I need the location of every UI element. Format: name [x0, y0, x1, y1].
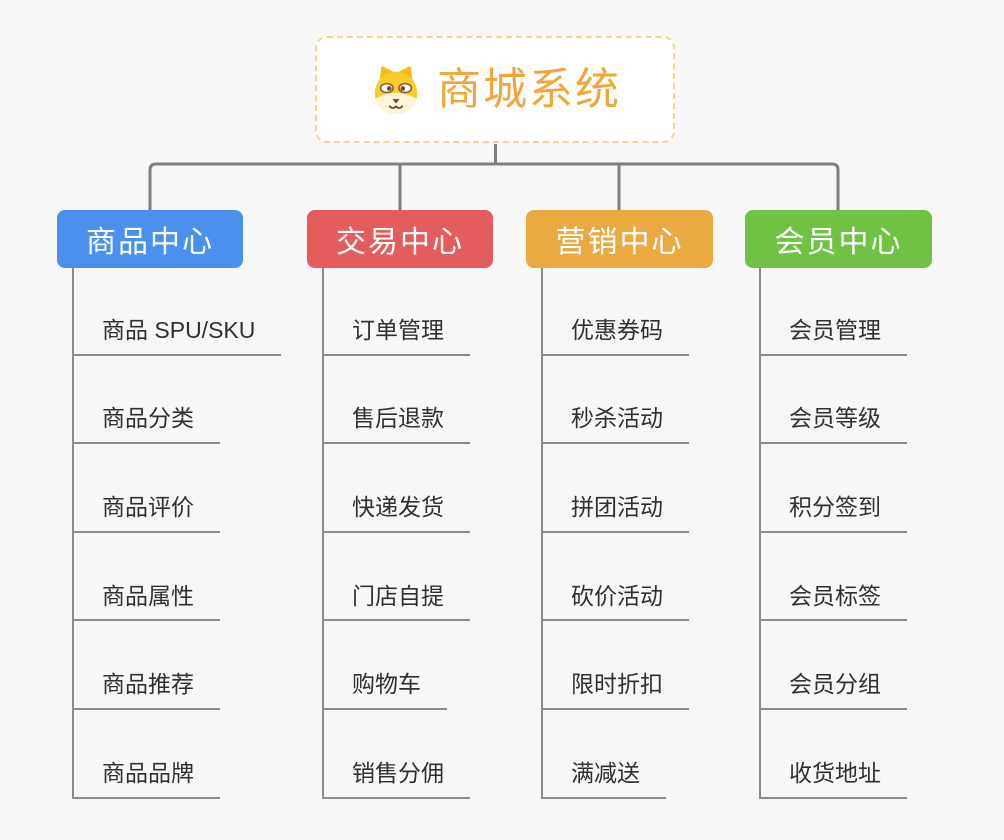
root-title: 商城系统 [437, 64, 621, 114]
topic-row: 商品评价 [72, 444, 281, 533]
topic-node[interactable]: 商品品牌 [72, 759, 220, 799]
topic-node[interactable]: 限时折扣 [541, 670, 689, 710]
topic-node[interactable]: 售后退款 [322, 404, 470, 445]
topic-row: 限时折扣 [541, 621, 689, 710]
topic-node[interactable]: 门店自提 [322, 582, 470, 622]
topic-node[interactable]: 销售分佣 [322, 759, 470, 799]
topic-node[interactable]: 会员分组 [759, 670, 907, 710]
branch-children-trade-center: 订单管理 售后退款 快递发货 门店自提 购物车 销售分佣 [322, 267, 470, 799]
topic-row: 收货地址 [759, 710, 907, 799]
topic-row: 会员管理 [759, 267, 907, 356]
topic-node[interactable]: 购物车 [322, 670, 447, 710]
topic-row: 会员分组 [759, 621, 907, 710]
branch-node-trade-center[interactable]: 交易中心 [307, 210, 493, 268]
topic-node[interactable]: 收货地址 [759, 759, 907, 799]
topic-node[interactable]: 快递发货 [322, 493, 470, 533]
topic-node[interactable]: 商品 SPU/SKU [72, 316, 282, 356]
topic-row: 门店自提 [322, 533, 470, 622]
topic-row: 积分签到 [759, 444, 907, 533]
topic-row: 商品品牌 [72, 710, 281, 799]
branch-node-member-center[interactable]: 会员中心 [745, 210, 932, 268]
topic-row: 购物车 [322, 621, 470, 710]
topic-node[interactable]: 积分签到 [759, 493, 907, 533]
shiba-dog-icon [374, 65, 418, 114]
branch-children-marketing-center: 优惠券码 秒杀活动 拼团活动 砍价活动 限时折扣 满减送 [541, 267, 689, 799]
branch-children-member-center: 会员管理 会员等级 积分签到 会员标签 会员分组 收货地址 [759, 267, 907, 799]
topic-row: 秒杀活动 [541, 356, 689, 445]
topic-row: 订单管理 [322, 267, 470, 356]
branch-node-product-center[interactable]: 商品中心 [57, 210, 243, 268]
topic-node[interactable]: 会员管理 [759, 316, 907, 356]
topic-node[interactable]: 商品分类 [72, 404, 220, 445]
topic-node[interactable]: 会员标签 [759, 582, 907, 622]
topic-row: 满减送 [541, 710, 689, 799]
topic-row: 商品推荐 [72, 621, 281, 710]
topic-row: 销售分佣 [322, 710, 470, 799]
topic-node[interactable]: 会员等级 [759, 404, 907, 445]
root-node[interactable]: 商城系统 [315, 36, 675, 143]
topic-row: 售后退款 [322, 356, 470, 445]
topic-node[interactable]: 商品属性 [72, 582, 220, 622]
topic-node[interactable]: 优惠券码 [541, 316, 689, 356]
topic-row: 会员等级 [759, 356, 907, 445]
branch-node-marketing-center[interactable]: 营销中心 [526, 210, 713, 268]
topic-node[interactable]: 商品评价 [72, 493, 220, 533]
topic-row: 拼团活动 [541, 444, 689, 533]
topic-node[interactable]: 拼团活动 [541, 493, 689, 533]
topic-node[interactable]: 砍价活动 [541, 582, 689, 622]
topic-row: 商品属性 [72, 533, 281, 622]
topic-node[interactable]: 商品推荐 [72, 670, 220, 710]
topic-row: 砍价活动 [541, 533, 689, 622]
topic-node[interactable]: 秒杀活动 [541, 404, 689, 445]
topic-row: 优惠券码 [541, 267, 689, 356]
branch-rail-line [148, 162, 840, 211]
topic-row: 会员标签 [759, 533, 907, 622]
topic-row: 商品分类 [72, 356, 281, 445]
branch-children-product-center: 商品 SPU/SKU 商品分类 商品评价 商品属性 商品推荐 商品品牌 [72, 267, 282, 799]
topic-row: 快递发货 [322, 444, 470, 533]
topic-node[interactable]: 订单管理 [322, 316, 470, 356]
topic-row: 商品 SPU/SKU [72, 267, 282, 356]
topic-node[interactable]: 满减送 [541, 759, 666, 799]
